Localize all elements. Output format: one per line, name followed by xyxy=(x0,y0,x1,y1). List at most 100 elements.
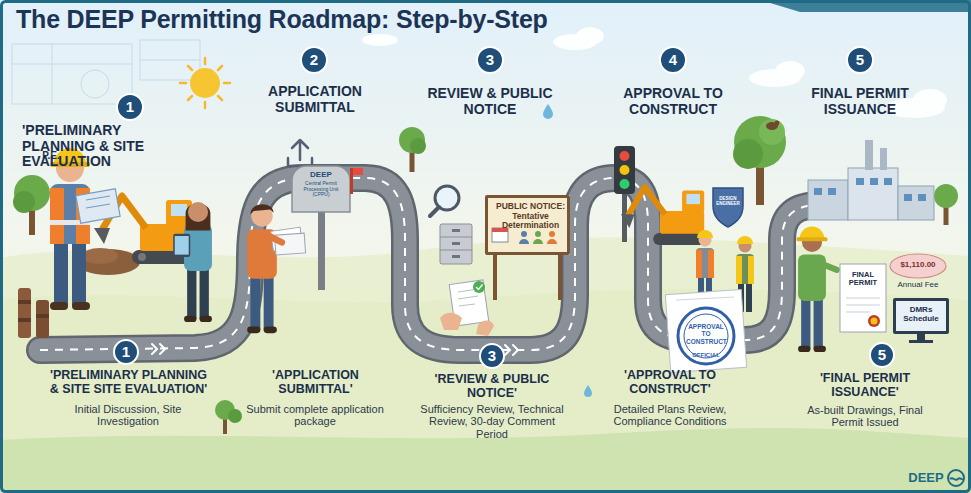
step-number: 3'REVIEW & PUBLIC NOTICE'Sufficiency Rev… xyxy=(479,343,505,369)
tree xyxy=(13,175,50,235)
excavator xyxy=(686,194,700,204)
notice-board-frame xyxy=(492,228,508,242)
road xyxy=(40,178,870,350)
step-heading: APPROVAL TO CONSTRUCT xyxy=(598,86,748,117)
filing-cabinet xyxy=(452,242,460,245)
notice-board-frame xyxy=(493,252,497,300)
factory xyxy=(808,140,934,220)
factory xyxy=(898,186,934,220)
bird xyxy=(775,121,780,126)
soil-cores xyxy=(18,300,31,304)
mailbox xyxy=(318,210,325,290)
step-circle xyxy=(477,47,503,73)
computer-monitor xyxy=(893,298,949,343)
person xyxy=(736,256,754,284)
factory xyxy=(814,178,926,201)
blueprint-lines xyxy=(140,40,200,80)
upload-icon xyxy=(288,140,312,166)
excavator xyxy=(621,214,635,228)
factory xyxy=(828,188,836,195)
blueprint-lines xyxy=(12,40,200,104)
approval-document xyxy=(665,289,746,372)
sun xyxy=(180,82,186,85)
stamp-text: OFFICIAL xyxy=(680,352,732,359)
notice-board-frame xyxy=(547,239,557,244)
step-description: Detailed Plans Review, Compliance Condit… xyxy=(590,403,750,428)
soil-cores xyxy=(18,288,31,338)
title: The DEEP Permitting Roadmap: Step-by-Ste… xyxy=(16,5,548,34)
person xyxy=(797,227,837,353)
ground xyxy=(0,237,971,493)
fee-badge xyxy=(890,254,946,278)
person xyxy=(50,148,120,310)
soil-cores xyxy=(18,288,49,338)
excavator xyxy=(660,211,704,234)
factory xyxy=(880,148,887,170)
sun xyxy=(188,66,192,70)
filing-cabinet xyxy=(452,255,460,258)
excavator xyxy=(171,204,187,216)
mailbox xyxy=(292,166,350,212)
notice-board-frame xyxy=(535,231,541,237)
bird xyxy=(779,123,782,125)
ground xyxy=(0,237,971,493)
person xyxy=(821,264,837,270)
permit-paper xyxy=(840,264,886,332)
excavator xyxy=(94,228,110,244)
computer-monitor xyxy=(917,334,925,340)
mailbox xyxy=(292,166,363,290)
step-heading: APPLICATION SUBMITTAL xyxy=(240,84,390,115)
step-description: Sufficiency Review, Technical Review, 30… xyxy=(412,403,572,440)
sun xyxy=(224,82,230,85)
step-number: 4APPROVAL TO CONSTRUCT xyxy=(659,46,687,74)
blueprint-lines xyxy=(12,64,132,65)
step-description: Submit complete application package xyxy=(235,403,395,428)
step-number-text: 5 xyxy=(869,342,895,368)
logo-mark xyxy=(950,478,963,480)
person xyxy=(264,275,274,329)
person xyxy=(175,236,189,255)
step-heading: 'PRELIMINARY PLANNING & SITE SITE EVALUA… xyxy=(46,368,211,396)
filing-cabinet xyxy=(440,224,472,264)
clouds xyxy=(775,61,805,81)
upload-icon xyxy=(292,140,308,160)
soil-cores xyxy=(36,314,49,318)
clouds xyxy=(362,27,947,118)
filing-cabinet xyxy=(452,229,460,232)
bird xyxy=(766,121,782,131)
blueprint-lines xyxy=(12,44,132,104)
shield xyxy=(713,188,743,227)
step-number: 5'FINAL PERMIT ISSUANCE'As-built Drawing… xyxy=(869,342,895,368)
road xyxy=(40,178,870,350)
logo-text: DEEP xyxy=(904,471,948,486)
upload-icon xyxy=(288,158,312,166)
person xyxy=(250,204,273,214)
engineer-badge: P.E. xyxy=(36,150,66,161)
fee-label: Annual Fee xyxy=(888,281,948,290)
tree xyxy=(934,184,958,225)
person xyxy=(184,316,196,322)
shield-text: DESIGN ENGINEER xyxy=(715,196,741,206)
step-circle xyxy=(117,94,143,120)
person xyxy=(801,298,810,349)
step-number: 1'PRELIMINARY PLANNING & SITE EVALUATION xyxy=(116,93,144,121)
permit-paper xyxy=(840,264,886,332)
mailbox xyxy=(353,168,363,175)
step-number: 2APPLICATION SUBMITTAL xyxy=(300,46,328,74)
road-chevrons xyxy=(152,344,165,354)
road xyxy=(40,178,870,350)
document-in-hand xyxy=(459,304,475,306)
sun xyxy=(188,96,192,100)
approval-document xyxy=(684,314,728,358)
step-number-text: 1 xyxy=(113,339,139,365)
road-chevrons xyxy=(152,173,725,355)
document-in-hand xyxy=(440,280,494,336)
excavator xyxy=(682,191,704,213)
person xyxy=(200,316,212,322)
permit-paper xyxy=(868,315,880,327)
step-number: 3REVIEW & PUBLIC NOTICE xyxy=(476,46,504,74)
person xyxy=(86,196,110,200)
excavator xyxy=(621,187,709,245)
